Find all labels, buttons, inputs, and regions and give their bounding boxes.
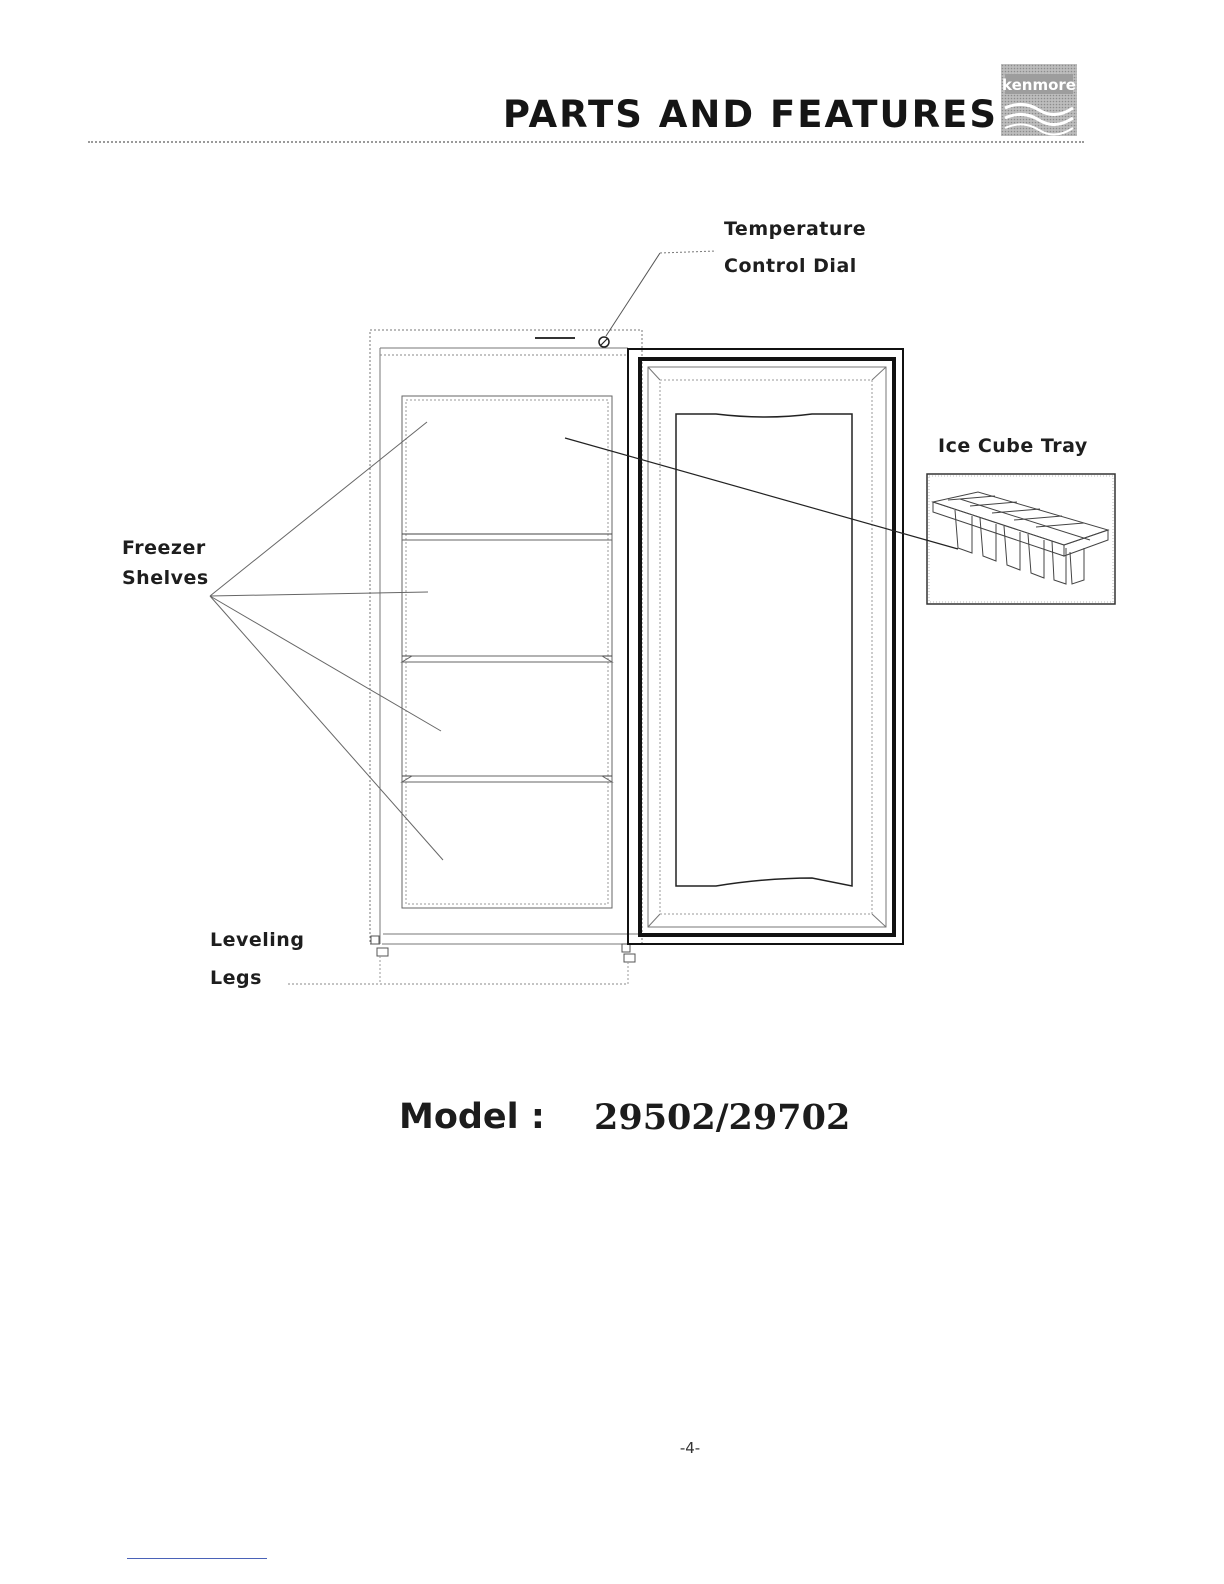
ice-cube-tray-label: Ice Cube Tray bbox=[938, 435, 1088, 457]
footnote-divider bbox=[127, 1558, 267, 1559]
temperature-dial-leader bbox=[606, 251, 716, 336]
ice-cube-tray-leader bbox=[565, 438, 958, 549]
temperature-dial-label-line2: Control Dial bbox=[724, 255, 857, 277]
leveling-legs-label-line1: Leveling bbox=[210, 929, 304, 951]
leveling-leg-left bbox=[371, 936, 388, 956]
freezer-shelf-1 bbox=[402, 534, 612, 540]
freezer-shelf-3 bbox=[402, 776, 612, 782]
freezer-shelf-2 bbox=[402, 656, 612, 662]
freezer-shelves-label-line2: Shelves bbox=[122, 567, 209, 589]
freezer-shelves-leaders bbox=[210, 422, 443, 860]
freezer-cabinet bbox=[370, 330, 642, 944]
page-number: -4- bbox=[0, 1439, 1224, 1457]
freezer-shelves-label-line1: Freezer bbox=[122, 537, 206, 559]
temperature-dial bbox=[599, 337, 609, 347]
temperature-dial-label-line1: Temperature bbox=[724, 218, 866, 240]
model-label: Model : bbox=[399, 1097, 545, 1137]
leveling-legs-label-line2: Legs bbox=[210, 967, 262, 989]
freezer-interior bbox=[402, 396, 612, 908]
ice-cube-tray bbox=[933, 492, 1108, 584]
ice-cube-tray-inset bbox=[927, 474, 1115, 604]
leveling-leg-right bbox=[622, 944, 635, 962]
freezer-door bbox=[628, 349, 903, 944]
model-number: 29502/29702 bbox=[594, 1097, 850, 1138]
